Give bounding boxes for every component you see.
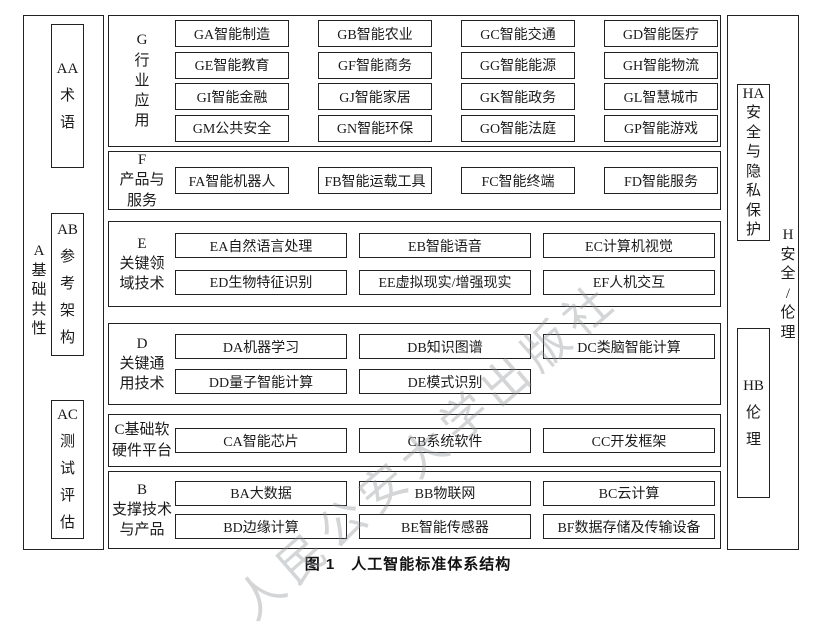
b-row-1: BA大数据 BB物联网 BC云计算 [175, 480, 715, 506]
panel-c-label: C基础软 硬件平台 [111, 422, 172, 459]
box-eb: EB智能语音 [359, 233, 531, 259]
e-row-2: ED生物特征识别 EE虚拟现实/增强现实 EF人机交互 [175, 269, 715, 295]
panel-c-basic-software-hardware: C基础软 硬件平台 CA智能芯片 CB系统软件 CC开发框架 [108, 414, 721, 467]
panel-e-key-domain-tech: E 关键领 域技术 EA自然语言处理 EB智能语音 EC计算机视觉 ED生物特征… [108, 221, 721, 307]
box-ca: CA智能芯片 [175, 428, 347, 453]
box-go: GO智能法庭 [461, 114, 575, 142]
box-gl: GL智慧城市 [604, 83, 718, 111]
b-row-2: BD边缘计算 BE智能传感器 BF数据存储及传输设备 [175, 514, 715, 540]
box-ea: EA自然语言处理 [175, 233, 347, 259]
g-row-3: GI智能金融 GJ智能家居 GK智能政务 GL智慧城市 [175, 83, 718, 111]
panel-f-body: FA智能机器人 FB智能运载工具 FC智能终端 FD智能服务 [175, 152, 728, 209]
box-gb: GB智能农业 [318, 20, 432, 48]
panel-g-industry-applications: G 行 业 应 用 GA智能制造 GB智能农业 GC智能交通 GD智能医疗 GE… [108, 15, 721, 147]
panel-b-supporting-tech-products: B 支撑技术 与产品 BA大数据 BB物联网 BC云计算 BD边缘计算 BE智能… [108, 471, 721, 549]
column-h-label: H 安 全 / 伦 理 [780, 227, 796, 341]
box-aa-terminology: AA 术 语 [51, 24, 84, 168]
box-da: DA机器学习 [175, 334, 347, 359]
column-a-basic-common: A 基 础 共 性 AA 术 语 AB 参 考 架 构 AC 测 试 评 估 [23, 15, 104, 550]
panel-e-label: E 关键领 域技术 [119, 235, 165, 293]
box-gg: GG智能能源 [461, 51, 575, 79]
box-ab-label: AB 参 考 架 构 [57, 222, 78, 346]
box-hb-ethics: HB 伦 理 [737, 328, 770, 498]
e-row-1: EA自然语言处理 EB智能语音 EC计算机视觉 [175, 233, 715, 259]
panel-g-label: G 行 业 应 用 [134, 32, 150, 130]
panel-c-body: CA智能芯片 CB系统软件 CC开发框架 [175, 415, 725, 466]
panel-g-body: GA智能制造 GB智能农业 GC智能交通 GD智能医疗 GE智能教育 GF智能商… [175, 16, 728, 146]
box-cb: CB系统软件 [359, 428, 531, 453]
box-ac-test-evaluation: AC 测 试 评 估 [51, 400, 84, 539]
figure-caption: 图 1 人工智能标准体系结构 [304, 556, 512, 573]
box-ef: EF人机交互 [543, 269, 715, 295]
box-dd: DD量子智能计算 [175, 369, 347, 394]
panel-f-label: F 产品与 服务 [119, 152, 165, 209]
box-gc: GC智能交通 [461, 20, 575, 48]
panel-b-label: B 支撑技术 与产品 [111, 481, 172, 539]
box-dc: DC类脑智能计算 [543, 334, 715, 359]
box-fd: FD智能服务 [604, 167, 718, 194]
box-gi: GI智能金融 [175, 83, 289, 111]
panel-e-body: EA自然语言处理 EB智能语音 EC计算机视觉 ED生物特征识别 EE虚拟现实/… [175, 222, 725, 306]
box-db: DB知识图谱 [359, 334, 531, 359]
g-row-4: GM公共安全 GN智能环保 GO智能法庭 GP智能游戏 [175, 114, 718, 142]
box-ab-reference-architecture: AB 参 考 架 构 [51, 213, 84, 356]
box-ga: GA智能制造 [175, 20, 289, 48]
box-aa-label: AA 术 语 [56, 60, 79, 131]
panel-f-products-services: F 产品与 服务 FA智能机器人 FB智能运载工具 FC智能终端 FD智能服务 [108, 151, 721, 210]
box-gh: GH智能物流 [604, 51, 718, 79]
panel-b-body: BA大数据 BB物联网 BC云计算 BD边缘计算 BE智能传感器 BF数据存储及… [175, 472, 725, 548]
box-fc: FC智能终端 [461, 167, 575, 194]
f-row-1: FA智能机器人 FB智能运载工具 FC智能终端 FD智能服务 [175, 167, 718, 194]
box-ac-label: AC 测 试 评 估 [57, 407, 78, 531]
d-row-2: DD量子智能计算 DE模式识别 [175, 369, 715, 394]
box-hb-label: HB 伦 理 [743, 377, 764, 448]
box-ha-security-privacy: HA 安 全 与 隐 私 保 护 [737, 84, 770, 241]
column-a-label: A 基 础 共 性 [31, 243, 47, 337]
box-ba: BA大数据 [175, 480, 347, 506]
box-de: DE模式识别 [359, 369, 531, 394]
panel-d-body: DA机器学习 DB知识图谱 DC类脑智能计算 DD量子智能计算 DE模式识别 [175, 324, 725, 404]
box-bd: BD边缘计算 [175, 514, 347, 540]
box-gm: GM公共安全 [175, 114, 289, 142]
box-ee: EE虚拟现实/增强现实 [359, 269, 531, 295]
panel-d-key-general-tech: D 关键通 用技术 DA机器学习 DB知识图谱 DC类脑智能计算 DD量子智能计… [108, 323, 721, 405]
box-gf: GF智能商务 [318, 51, 432, 79]
d-row-1: DA机器学习 DB知识图谱 DC类脑智能计算 [175, 334, 715, 359]
c-row-1: CA智能芯片 CB系统软件 CC开发框架 [175, 428, 715, 453]
box-ge: GE智能教育 [175, 51, 289, 79]
box-fa: FA智能机器人 [175, 167, 289, 194]
box-bb: BB物联网 [359, 480, 531, 506]
box-cc: CC开发框架 [543, 428, 715, 453]
box-ec: EC计算机视觉 [543, 233, 715, 259]
box-fb: FB智能运载工具 [318, 167, 432, 194]
box-ed: ED生物特征识别 [175, 269, 347, 295]
ai-standard-system-diagram: A 基 础 共 性 AA 术 语 AB 参 考 架 构 AC 测 试 评 估 H… [23, 15, 799, 629]
box-gj: GJ智能家居 [318, 83, 432, 111]
g-row-2: GE智能教育 GF智能商务 GG智能能源 GH智能物流 [175, 51, 718, 79]
box-bc: BC云计算 [543, 480, 715, 506]
box-be: BE智能传感器 [359, 514, 531, 540]
box-ha-label: HA 安 全 与 隐 私 保 护 [742, 85, 765, 239]
g-row-1: GA智能制造 GB智能农业 GC智能交通 GD智能医疗 [175, 20, 718, 48]
box-gd: GD智能医疗 [604, 20, 718, 48]
box-gn: GN智能环保 [318, 114, 432, 142]
box-gp: GP智能游戏 [604, 114, 718, 142]
column-h-security-ethics: H 安 全 / 伦 理 HA 安 全 与 隐 私 保 护 HB 伦 理 [727, 15, 799, 550]
box-gk: GK智能政务 [461, 83, 575, 111]
box-bf: BF数据存储及传输设备 [543, 514, 715, 540]
panel-d-label: D 关键通 用技术 [119, 335, 165, 393]
